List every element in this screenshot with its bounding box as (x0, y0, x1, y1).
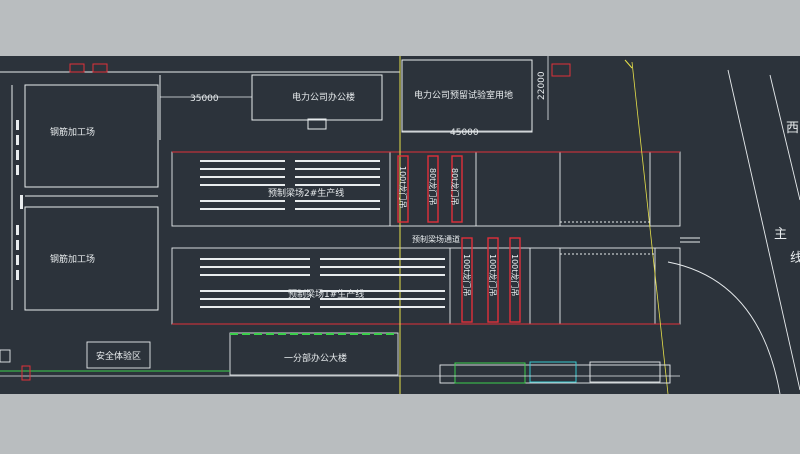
beam-line-2-label: 预制梁场2#生产线 (268, 187, 344, 199)
rebar-yard-top (24, 84, 159, 188)
crane-1-label: 100t龙门吊 (398, 166, 408, 208)
rebar-yard-bottom (24, 206, 159, 311)
beam-stack (200, 298, 310, 300)
dim-45000: 45000 (450, 128, 479, 138)
beam-stack (295, 208, 380, 210)
beam-stack (295, 200, 380, 202)
crane-rail (451, 155, 463, 223)
crane-rail (397, 155, 409, 223)
beam-stacks (200, 160, 445, 308)
access-road (560, 69, 800, 395)
beam-stack (200, 200, 285, 202)
beam-stack (320, 306, 445, 308)
beam-stack (320, 258, 445, 260)
beam-line-1-label: 预制梁场1#生产线 (288, 288, 364, 300)
dim-22000: 22000 (537, 71, 547, 100)
beam-stack (200, 176, 285, 178)
crane-6-label: 100t龙门吊 (510, 254, 520, 296)
power-office-block (251, 74, 383, 121)
safety-zone-label: 安全体验区 (96, 350, 141, 362)
rebar-yard-area (0, 71, 400, 311)
site-boundary-yellow (631, 61, 669, 395)
beam-stack (295, 168, 380, 170)
rebar-yard-bottom-label: 钢筋加工场 (50, 253, 95, 265)
rebar-yard-top-label: 钢筋加工场 (50, 126, 95, 138)
beam-stack (200, 208, 285, 210)
left-road-markings (16, 120, 23, 280)
beam-stack (295, 160, 380, 162)
gantry-cranes (397, 155, 521, 323)
beam-stack (200, 266, 310, 268)
crane-2-label: 80t龙门吊 (428, 168, 438, 205)
beam-stack (295, 176, 380, 178)
safety-zone-block (86, 341, 151, 369)
top-markers (69, 59, 633, 77)
beam-stack (200, 306, 310, 308)
crane-4-label: 100t龙门吊 (462, 254, 472, 296)
dimension-lines (160, 56, 549, 132)
beam-stack (320, 274, 445, 276)
beam-stack (320, 298, 445, 300)
beam-stack (200, 184, 285, 186)
crane-rail (427, 155, 439, 223)
crane-rail (509, 237, 521, 323)
power-test-land-label: 电力公司预留试验室用地 (414, 89, 513, 101)
crane-rail (461, 237, 473, 323)
beam-stack (200, 258, 310, 260)
power-office-label: 电力公司办公楼 (292, 91, 355, 103)
power-test-land-block (401, 59, 533, 133)
beam-stack (200, 274, 310, 276)
road-side-label: 线 (790, 251, 800, 266)
beam-stack (295, 184, 380, 186)
crane-3-label: 80t龙门吊 (450, 168, 460, 205)
crane-5-label: 100t龙门吊 (488, 254, 498, 296)
beam-stack (200, 290, 310, 292)
beam-stack (200, 160, 285, 162)
road-main-label: 主 (774, 227, 787, 242)
road-west-label: 西 (786, 121, 799, 136)
office-building-label: 一分部办公大楼 (284, 352, 347, 364)
beam-lane-label: 预制梁场通道 (412, 234, 460, 244)
beam-stack (200, 168, 285, 170)
beam-stack (320, 266, 445, 268)
crane-rail (487, 237, 499, 323)
beam-stack (320, 290, 445, 292)
dim-35000: 35000 (190, 94, 219, 104)
